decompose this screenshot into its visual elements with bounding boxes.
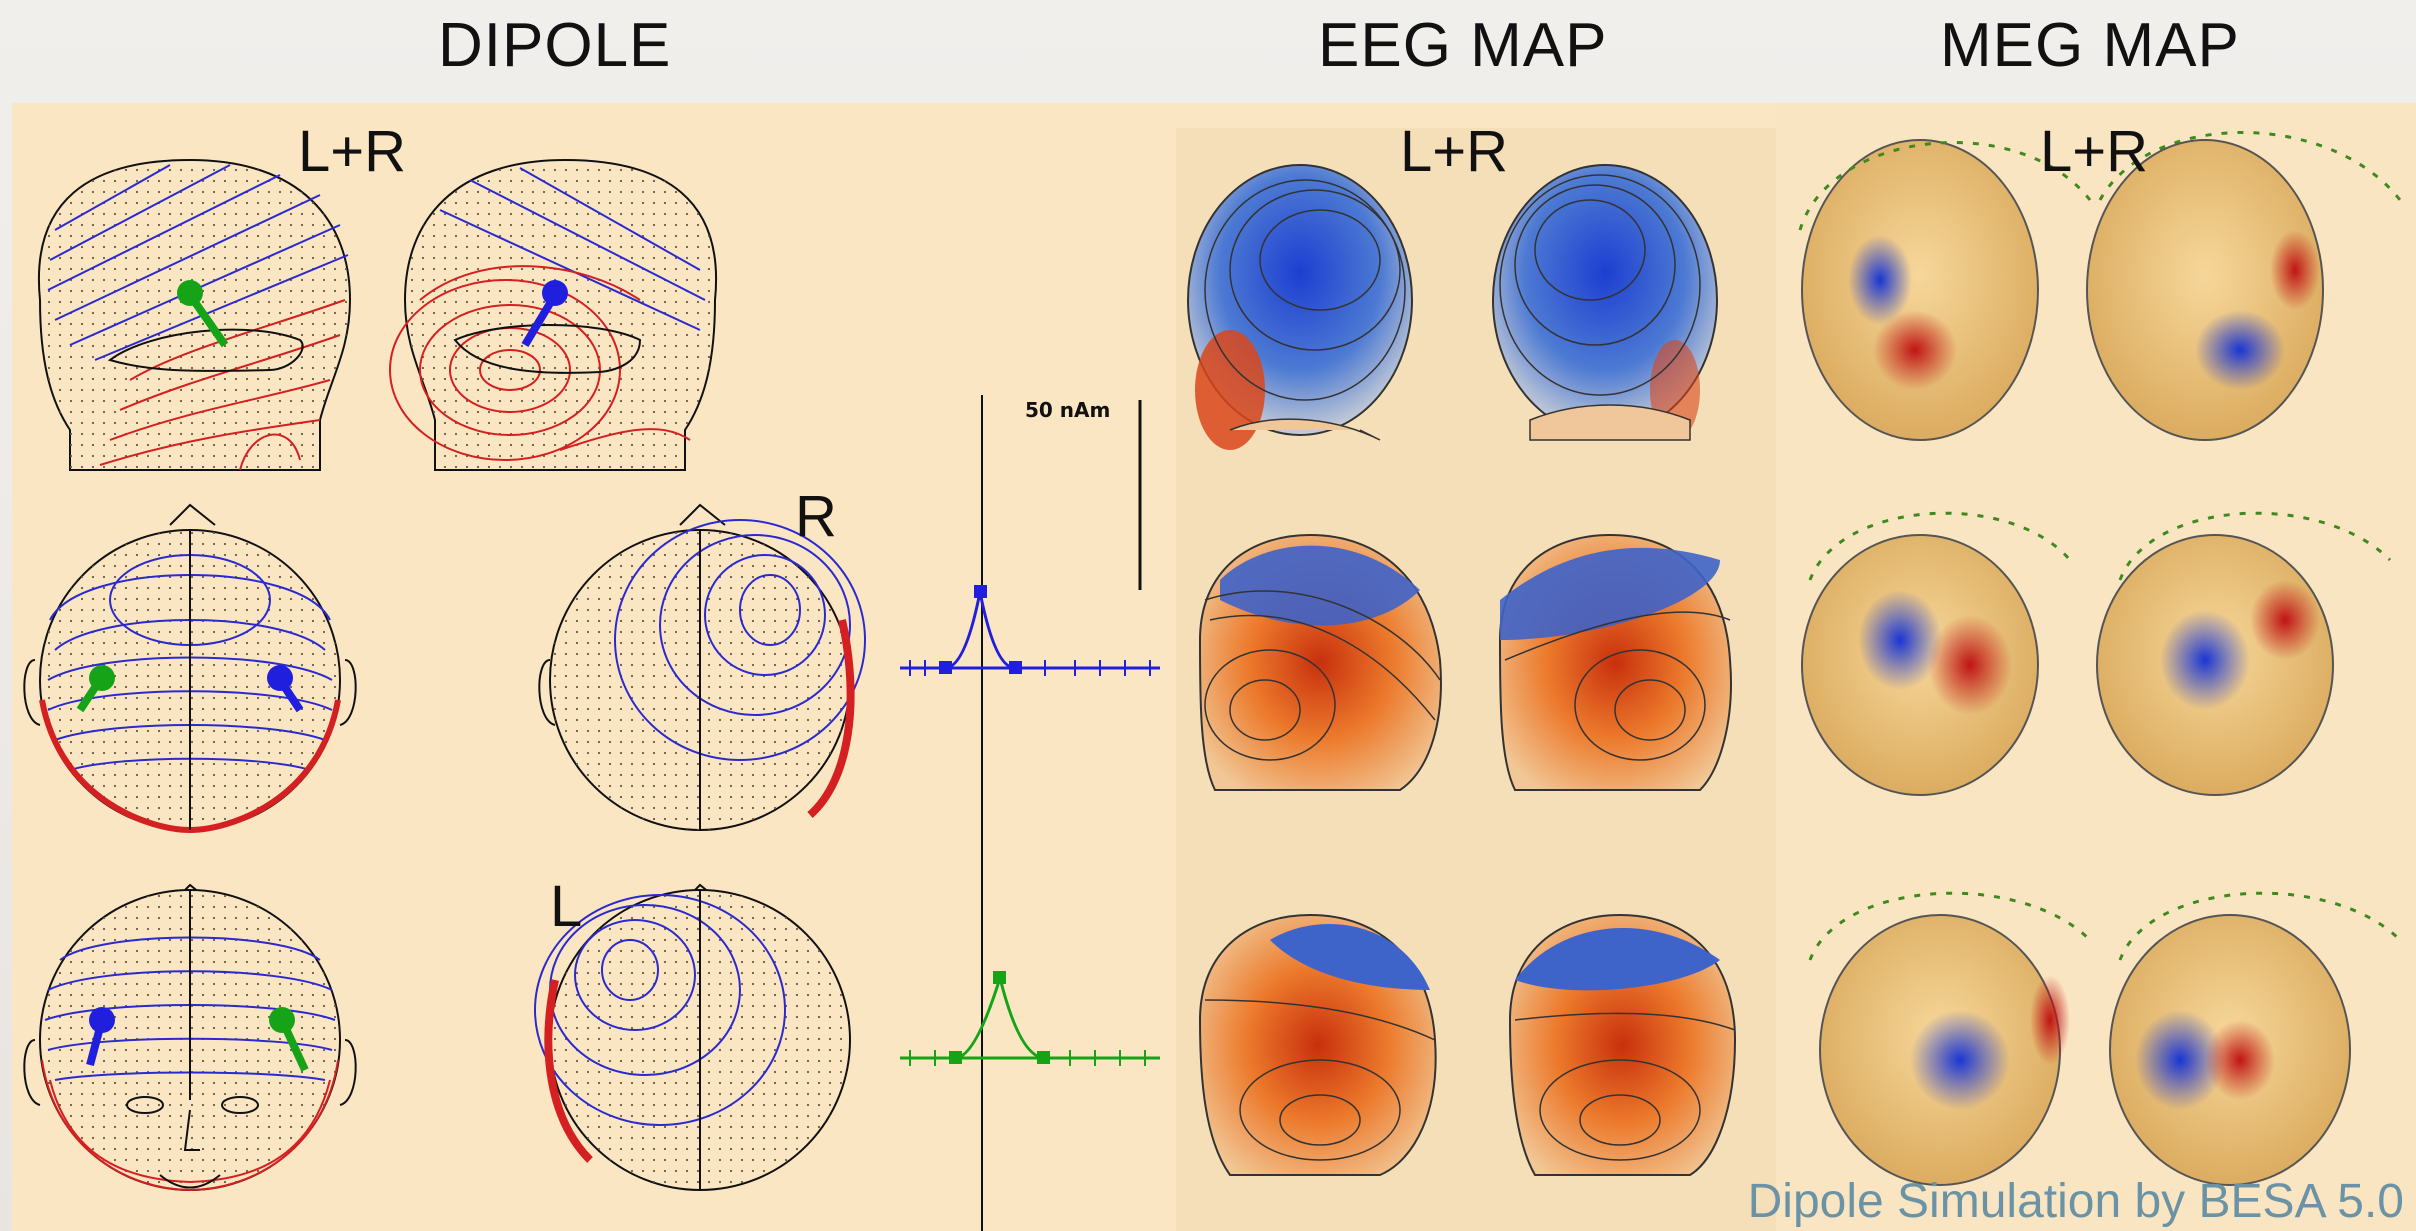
credit-text: Dipole Simulation by BESA 5.0 — [1748, 1174, 2404, 1229]
scale-bar-label: 50 nAm — [1025, 398, 1110, 422]
label-right: R — [795, 483, 837, 550]
dipole-head-back-both — [24, 505, 355, 830]
header-meg-map: MEG MAP — [1940, 10, 2240, 81]
label-eeg-lr: L+R — [1400, 118, 1508, 185]
waveform-left — [900, 971, 1160, 1066]
waveform-right — [900, 585, 1160, 676]
meg-map-row-3 — [1810, 893, 2400, 1185]
dipole-head-back-right — [539, 505, 865, 830]
dipole-head-front-both — [24, 885, 355, 1190]
eeg-map-row-1 — [1188, 165, 1717, 450]
dipole-head-left-lateral — [39, 160, 350, 470]
eeg-map-row-2 — [1200, 535, 1731, 790]
dipole-head-right-lateral — [390, 160, 716, 470]
eeg-map-row-3 — [1200, 915, 1735, 1175]
label-meg-lr: L+R — [2040, 118, 2148, 185]
label-dipole-lr: L+R — [298, 118, 406, 185]
header-dipole: DIPOLE — [438, 10, 671, 81]
meg-map-row-2 — [1802, 513, 2390, 795]
header-eeg-map: EEG MAP — [1318, 10, 1608, 81]
label-left: L — [550, 873, 582, 940]
source-waveforms — [900, 395, 1160, 1231]
